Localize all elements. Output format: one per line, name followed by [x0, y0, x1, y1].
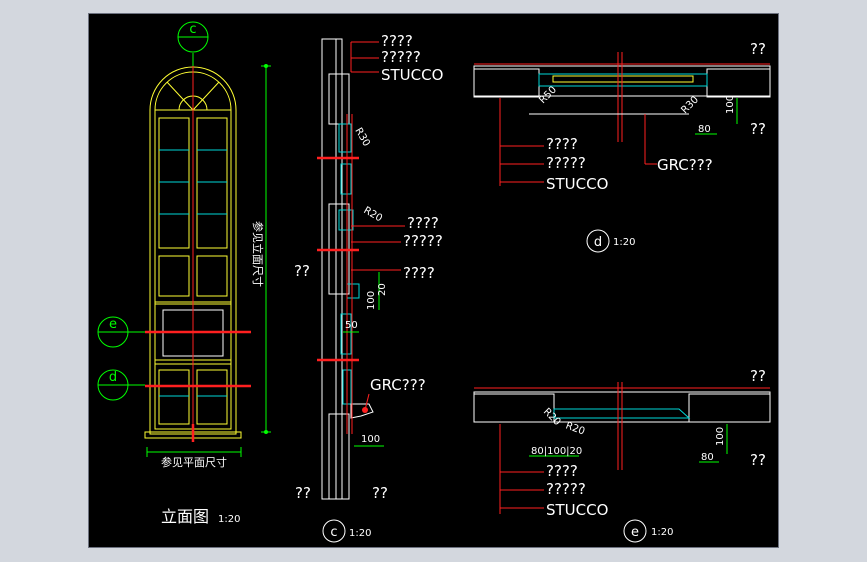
section-c-r30: R30: [352, 126, 371, 149]
section-e-dim-80: 80: [701, 452, 714, 463]
section-c-top-label-1: ????: [381, 32, 413, 50]
section-e-top-note: ??: [750, 367, 766, 385]
window-frame: [144, 66, 251, 442]
marker-e-elevation: e: [97, 316, 145, 348]
section-e-marker-letter: e: [631, 525, 639, 540]
section-c-marker-letter: c: [330, 525, 337, 540]
section-c-bottom-right-note: ??: [372, 484, 388, 502]
section-d-marker: d 1:20: [586, 229, 635, 253]
section-c-mid-label-3: ????: [403, 264, 435, 282]
section-c-mid-label-2: ?????: [403, 232, 443, 250]
section-d-label-1: ????: [546, 135, 578, 153]
section-c-dim-bottom: 100: [361, 434, 380, 445]
section-c-grc-callout: GRC???: [364, 376, 426, 411]
section-d-r30: R30: [679, 94, 701, 116]
section-e-dim-100: 100: [715, 427, 726, 446]
section-c-top-callouts: ???? ????? STUCCO: [350, 32, 443, 84]
section-c-dim-50: 50: [345, 320, 358, 331]
section-d-label-3: STUCCO: [546, 175, 608, 193]
section-d-marker-letter: d: [594, 235, 602, 250]
section-e-drawing: R20 R20 80|100|20 100 80 ?? ?? ???? ????…: [473, 367, 771, 543]
elevation-side-note: 参见立面尺寸: [251, 221, 265, 287]
section-d-dim-100: 100: [725, 95, 736, 114]
section-c-dim-100: 100: [366, 291, 377, 310]
elevation-width-dim: 参见平面尺寸: [146, 447, 242, 469]
section-c-top-label-3: STUCCO: [381, 66, 443, 84]
section-c-scale: 1:20: [349, 528, 371, 539]
section-e-r20a: R20: [541, 406, 563, 428]
section-c-bottom-left-note: ??: [295, 484, 311, 502]
section-c-marker: c 1:20: [322, 519, 371, 543]
section-d-top-note: ??: [750, 40, 766, 58]
elevation-title: 立面图: [161, 507, 209, 526]
section-d-label-2: ?????: [546, 154, 586, 172]
section-c-left-note: ??: [294, 262, 310, 280]
elevation-height-dim: 参见立面尺寸: [251, 64, 271, 434]
section-d-r50: R50: [537, 84, 559, 106]
section-c-drawing: ???? ????? STUCCO R30 R20 ???? ????? ???…: [294, 32, 443, 543]
marker-d-letter: d: [109, 370, 117, 385]
section-c-dim-20: 20: [377, 283, 388, 296]
section-e-dims-left: 80|100|20: [531, 446, 582, 457]
elevation-drawing: c: [97, 21, 271, 526]
section-e-r20b: R20: [564, 420, 586, 437]
section-d-right-note: ??: [750, 120, 766, 138]
section-d-scale: 1:20: [613, 237, 635, 248]
section-e-right-note: ??: [750, 451, 766, 469]
elevation-scale: 1:20: [218, 514, 240, 525]
section-c-dims: 100 20 50 100: [343, 272, 388, 447]
cad-drawing-canvas[interactable]: c: [88, 13, 779, 548]
section-d-callouts: ???? ????? STUCCO GRC???: [499, 98, 713, 193]
elevation-bottom-note: 参见平面尺寸: [161, 455, 227, 469]
section-e-label-3: STUCCO: [546, 501, 608, 519]
section-e-label-1: ????: [546, 462, 578, 480]
section-e-callouts: ???? ????? STUCCO: [499, 424, 608, 519]
section-c-r20: R20: [362, 205, 385, 224]
section-e-marker: e 1:20: [623, 519, 673, 543]
section-e-scale: 1:20: [651, 527, 673, 538]
marker-e-letter: e: [109, 317, 117, 332]
section-d-dim-80: 80: [698, 124, 711, 135]
section-c-grc: GRC???: [370, 376, 426, 394]
cad-drawing: c: [97, 21, 771, 543]
section-c-top-label-2: ?????: [381, 48, 421, 66]
marker-d-elevation: d: [97, 369, 145, 401]
section-e-label-2: ?????: [546, 480, 586, 498]
section-d-drawing: R50 R30 100 80 ?? ?? ???? ????? STUCCO G…: [473, 40, 771, 253]
section-c-mid-callouts: ???? ????? ????: [351, 214, 443, 282]
marker-c-top-letter: c: [189, 22, 196, 37]
marker-c-top: c: [177, 21, 209, 66]
section-d-grc: GRC???: [657, 156, 713, 174]
section-c-mid-label-1: ????: [407, 214, 439, 232]
